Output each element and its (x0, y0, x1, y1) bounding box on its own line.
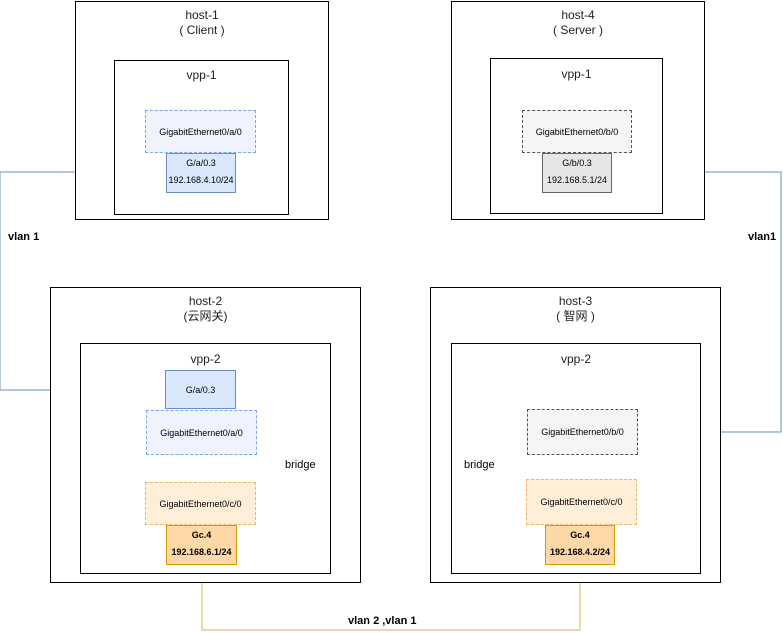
host-1-sub-label: G/a/0.3 (186, 158, 216, 168)
host-2-role: (云网关) (183, 309, 228, 323)
host-1-vpp-label: vpp-1 (186, 68, 217, 82)
host-3-vpp-label: vpp-2 (560, 352, 592, 366)
host-2-eth2-interface[interactable]: GigabitEthernet0/c/0 (145, 482, 256, 525)
vlan1-left-label: vlan 1 (8, 231, 40, 243)
host-3-name: host-3 (558, 294, 593, 308)
host-1-ip: 192.168.4.10/24 (168, 175, 234, 185)
host-3-ip2: 192.168.4.2/24 (549, 547, 611, 557)
vlan1-right-label: vlan1 (748, 231, 777, 243)
host-2-ip2: 192.168.6.1/24 (171, 547, 232, 557)
host-3-sub2-interface[interactable]: Gc.4 192.168.4.2/24 (545, 525, 615, 565)
host-2-name: host-2 (188, 294, 223, 308)
host-3-sub2-label: Gc.4 (570, 530, 590, 540)
host-1-name: host-1 (185, 8, 219, 22)
host-4-vpp-label: vpp-1 (561, 67, 592, 81)
host-1-eth-label: GigabitEthernet0/a/0 (159, 126, 242, 137)
host-2-sub-interface[interactable]: G/a/0.3 (165, 370, 236, 409)
vlan2-bottom-label: vlan 2 ,vlan 1 (348, 615, 417, 627)
host-4-name: host-4 (561, 8, 595, 22)
host-3-eth-interface[interactable]: GigabitEthernet0/b/0 (527, 409, 638, 455)
host-2-bridge-label: bridge (285, 459, 316, 471)
host-4-role: ( Server ) (552, 23, 603, 37)
host-2-eth-interface[interactable]: GigabitEthernet0/a/0 (146, 410, 257, 455)
host-1-sub-interface[interactable]: G/a/0.3 192.168.4.10/24 (166, 153, 236, 193)
host-1-role: ( Client ) (179, 23, 225, 37)
host-4-eth-interface[interactable]: GigabitEthernet0/b/0 (522, 110, 632, 153)
host-3-eth2-label: GigabitEthernet0/c/0 (540, 497, 623, 507)
host-4-eth-label: GigabitEthernet0/b/0 (535, 126, 619, 137)
host-4-ip: 192.168.5.1/24 (546, 175, 608, 185)
host-3-role: ( 智网 ) (556, 309, 595, 323)
host-4-sub-interface[interactable]: G/b/0.3 192.168.5.1/24 (542, 153, 612, 193)
host-3-eth2-interface[interactable]: GigabitEthernet0/c/0 (526, 479, 637, 525)
host-1-eth-interface[interactable]: GigabitEthernet0/a/0 (145, 110, 256, 153)
host-3-bridge-label: bridge (464, 459, 495, 471)
host-4-sub-label: G/b/0.3 (562, 158, 592, 168)
host-2-eth-label: GigabitEthernet0/a/0 (160, 427, 243, 438)
host-2-vpp-label: vpp-2 (190, 352, 221, 366)
host-2-sub-label: G/a/0.3 (185, 384, 216, 395)
vlan2-bottom-link (201, 566, 581, 631)
host-2-eth2-label: GigabitEthernet0/c/0 (159, 498, 242, 509)
host-2-sub2-interface[interactable]: Gc.4 192.168.6.1/24 (166, 525, 237, 565)
host-3-eth-label: GigabitEthernet0/b/0 (541, 427, 624, 437)
host-2-sub2-label: Gc.4 (191, 530, 212, 540)
